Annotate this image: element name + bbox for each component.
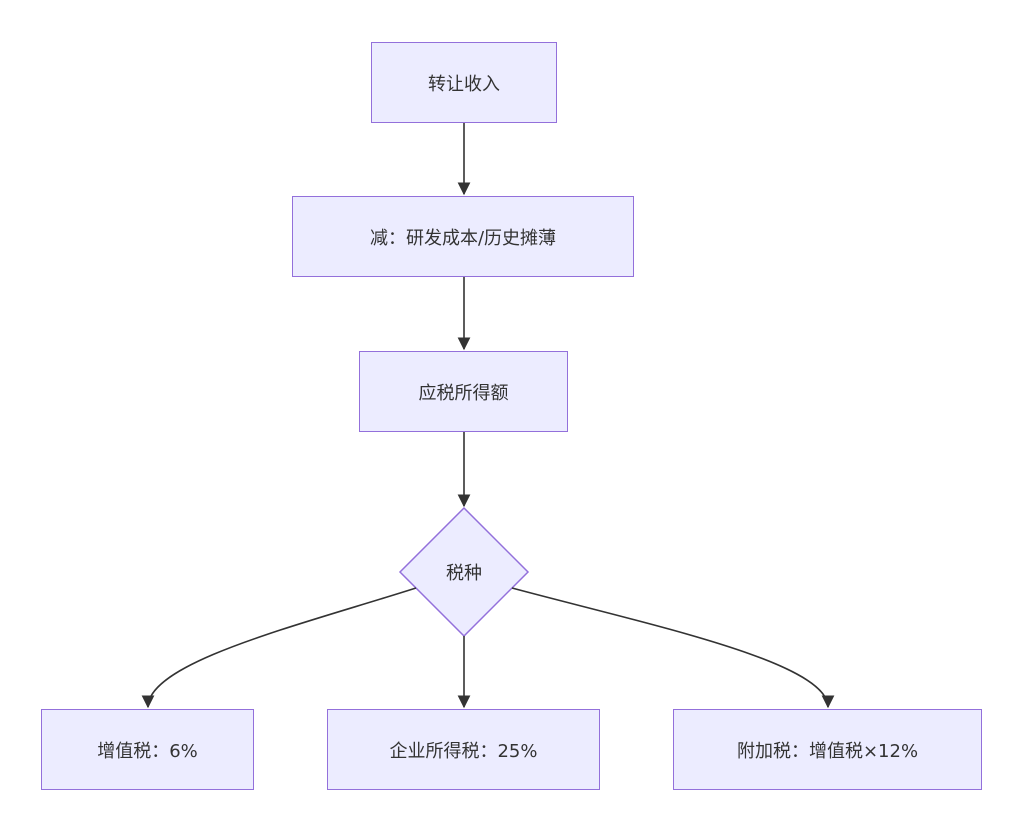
node-taxable-income: 应税所得额 <box>359 351 568 432</box>
node-deduct-costs-label: 减：研发成本/历史摊薄 <box>369 227 557 249</box>
node-deduct-costs: 减：研发成本/历史摊薄 <box>292 196 634 277</box>
node-transfer-income: 转让收入 <box>371 42 557 123</box>
node-corporate-income-tax-label: 企业所得税：25% <box>389 740 538 762</box>
node-surtax-label: 附加税：增值税×12% <box>736 740 919 762</box>
decision-tax-type: 税种 <box>413 558 515 586</box>
decision-tax-type-label: 税种 <box>446 563 482 584</box>
node-vat-label: 增值税：6% <box>97 740 198 762</box>
edge-tax-type-to-vat <box>141 587 417 709</box>
node-transfer-income-label: 转让收入 <box>428 73 500 95</box>
edge-tax-type-to-surtax <box>511 587 835 709</box>
node-corporate-income-tax: 企业所得税：25% <box>327 709 600 790</box>
node-surtax: 附加税：增值税×12% <box>673 709 982 790</box>
node-taxable-income-label: 应税所得额 <box>418 382 509 404</box>
node-vat: 增值税：6% <box>41 709 254 790</box>
